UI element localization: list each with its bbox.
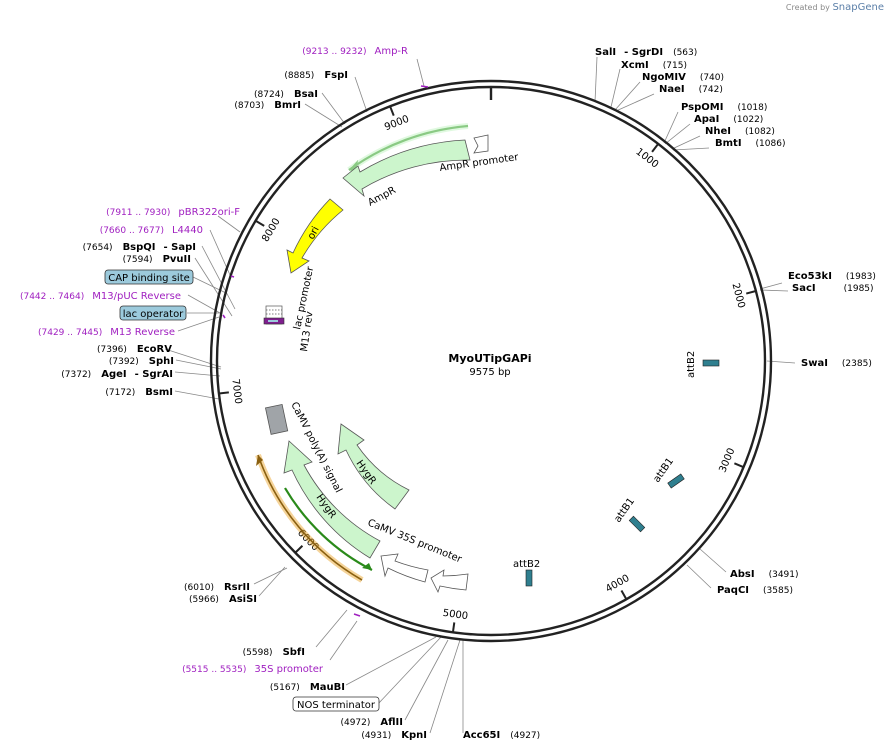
plasmid-title: MyoUTipGAPi 9575 bp [448,352,531,378]
hygr-arrow-lower [283,440,381,559]
lac-promoter-glyph [263,305,285,325]
credit-prefix: Created by [785,3,830,12]
enzyme-asisi: (5966)AsiSI [189,594,257,605]
tick-mark-3000 [733,462,744,469]
enzyme-nhei: NheI(1082) [705,126,775,137]
ori-arrow [286,198,344,274]
enzyme-pspomi: PspOMI(1018) [681,102,767,113]
boxed-feature-labels: CAP binding site lac operator NOS termin… [104,269,380,712]
tick-label-8000: 8000 [260,216,282,243]
tick-label-5000: 5000 [442,608,469,622]
enzyme-kpni: (4931)KpnI [361,730,427,741]
tick-label-4000: 4000 [604,573,632,595]
enzyme-swai: SwaI(2385) [801,358,872,369]
enzyme-maubi: (5167)MauBI [270,682,345,693]
cap-binding-site-box [104,269,194,285]
enzyme-rsrii: (6010)RsrII [184,582,250,593]
enzyme-sphi: (7392)SphI [109,356,174,367]
primer-35s-promoter: (5515 .. 5535)35S promoter [182,664,324,675]
primer-markers [222,85,429,617]
tick-mark-9000 [389,105,395,116]
feature-label-camv35s: CaMV 35S promoter [366,518,464,566]
backbone-ring [209,79,773,643]
feature-label-attb2-right: attB2 [686,351,697,378]
feature-label-attb2-bottom: attB2 [513,559,540,570]
enzyme-agei: (7372)AgeI- SgrAI [61,369,173,380]
ampr-promoter-arrow [473,134,489,154]
enzyme-acc65i: Acc65I(4927) [463,730,540,741]
primer-l4440: (7660 .. 7677)L4440 [100,225,203,236]
plasmid-name: MyoUTipGAPi [448,352,531,365]
tick-label-9000: 9000 [383,114,411,134]
lac-operator-box [119,305,187,321]
hygr-orf-line [284,487,373,571]
enzyme-labels: SalI- SgrDI(563) XcmI(715) NgoMIV(740) N… [61,47,876,741]
feature-label-ampr: AmpR [366,185,398,209]
tick-mark-8000 [255,219,265,227]
enzyme-bmti: BmtI(1086) [715,138,785,149]
enzyme-xcmi: XcmI(715) [621,60,687,71]
enzyme-aflii: (4972)AflII [340,717,403,728]
enzyme-ecorv: (7396)EcoRV [97,344,172,355]
tick-mark-1000 [651,143,659,153]
tick-label-3000: 3000 [717,447,737,475]
enzyme-paqci: PaqCI(3585) [717,585,793,596]
cap-binding-site-label: CAP binding site [108,273,190,284]
enzyme-bmri: (8703)BmrI [234,100,301,111]
plasmid-length: 9575 bp [469,367,510,378]
enzyme-sali: SalI- SgrDI(563) [595,47,697,58]
orange-orf-line [255,454,364,583]
enzyme-eco53ki: Eco53kI(1983) [788,271,876,282]
label-leader-lines [164,56,796,734]
nos-terminator-box [292,696,380,712]
enzyme-apai: ApaI(1022) [694,114,763,125]
feature-label-ori: ori [306,225,322,242]
attb2-site-bottom [525,569,533,587]
snapgene-brand: SnapGene [832,2,884,13]
camv35s-arrow-b [430,569,469,594]
enzyme-bspqi: (7654)BspQI- SapI [83,242,196,253]
enzyme-bsai: (8724)BsaI [254,89,318,100]
tick-mark-4000 [620,590,628,600]
enzyme-naei: NaeI(742) [659,84,723,95]
attb1-site-b [628,515,646,533]
camv35s-arrow-a [380,553,429,583]
lac-operator-label: lac operator [123,309,184,320]
primer-pbr322ori-f: (7911 .. 7930)pBR322ori-F [106,207,240,218]
attb1-site-a [667,473,685,489]
tick-label-2000: 2000 [729,282,746,309]
tick-label-7000: 7000 [229,378,243,405]
enzyme-sbfi: (5598)SbfI [243,647,305,658]
primer-labels: (9213 .. 9232)Amp-R (7911 .. 7930)pBR322… [20,46,408,675]
camv-polya-box [264,403,289,435]
tick-mark-7000 [218,391,229,395]
primer-m13-reverse: (7429 .. 7445)M13 Reverse [38,327,175,338]
ampr-arrow [342,139,471,198]
enzyme-ngomiv: NgoMIV(740) [642,72,724,83]
enzyme-bsmi: (7172)BsmI [105,387,173,398]
snapgene-logo: SnapGene [832,2,884,13]
tick-mark-5000 [451,622,456,633]
tick-mark-6000 [294,545,304,554]
hygr-arrow-upper [337,423,410,510]
enzyme-fspi: (8885)FspI [284,70,348,81]
snapgene-credit: Created by SnapGene [786,2,884,13]
tick-label-1000: 1000 [633,146,660,170]
enzyme-saci: SacI(1985) [792,283,874,294]
enzyme-pvuii: (7594)PvuII [123,254,191,265]
primer-amp-r: (9213 .. 9232)Amp-R [302,46,408,57]
tick-mark-2000 [745,290,757,295]
enzyme-absi: AbsI(3491) [730,569,799,580]
attb2-site-right [702,359,720,367]
feature-arrows [255,123,720,594]
primer-m13-puc-reverse: (7442 .. 7464)M13/pUC Reverse [20,291,181,302]
nos-terminator-label: NOS terminator [297,700,376,711]
